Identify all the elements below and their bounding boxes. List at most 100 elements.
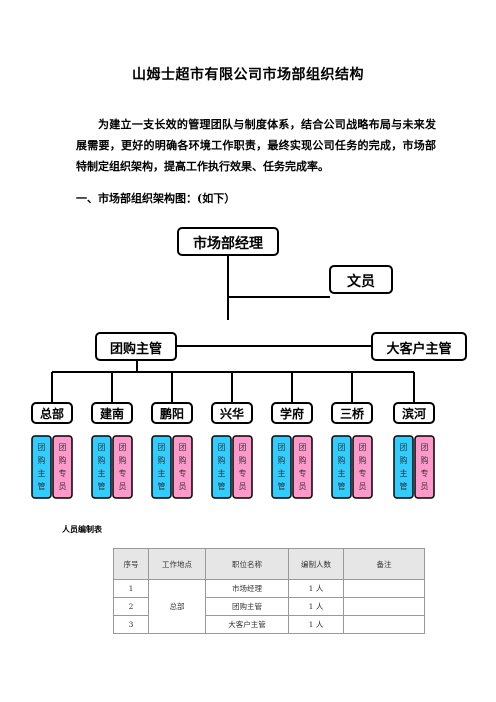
branch-specialist-box	[292, 435, 313, 499]
cell-no: 3	[113, 615, 149, 634]
sub-role-char: 团	[38, 443, 46, 452]
branch-box	[31, 402, 73, 424]
sub-role-char: 团	[359, 443, 367, 452]
sub-role-char: 购	[119, 455, 127, 465]
branch-supervisor-box	[331, 435, 352, 499]
branch-label: 兴华	[220, 406, 244, 421]
sub-role-char: 购	[179, 455, 187, 465]
sub-role-char: 团	[218, 443, 226, 452]
branch-label: 三桥	[340, 406, 365, 421]
sub-role-char: 管	[338, 481, 346, 491]
sub-role-char: 团	[299, 443, 307, 452]
cell-location: 总部	[148, 579, 206, 634]
sub-role-char: 主	[400, 468, 408, 478]
cell-count: 1 人	[288, 597, 344, 616]
sub-role-char: 购	[278, 455, 286, 465]
sub-role-char: 购	[218, 455, 226, 465]
branch-specialist-box	[414, 435, 435, 499]
sub-role-char: 团	[400, 443, 408, 452]
branch-label: 学府	[280, 406, 304, 421]
sub-role-char: 主	[218, 468, 226, 478]
sub-role-char: 专	[359, 468, 367, 478]
sub-role-char: 购	[400, 455, 408, 465]
table-row: 3 大客户主管 1 人	[113, 615, 425, 634]
cell-note	[343, 597, 425, 616]
sub-role-char: 员	[119, 482, 127, 491]
sub-role-char: 团	[158, 443, 166, 452]
sub-role-char: 主	[338, 468, 346, 478]
sub-role-char: 管	[278, 481, 286, 491]
sub-role-char: 购	[158, 455, 166, 465]
sub-role-char: 员	[239, 482, 247, 491]
branch-supervisor-box	[31, 435, 52, 499]
header-no: 序号	[113, 548, 149, 580]
branch-label: 滨河	[402, 406, 426, 421]
sub-role-char: 管	[158, 481, 166, 491]
sub-role-char: 主	[38, 468, 46, 478]
sub-role-char: 主	[278, 468, 286, 478]
intro-paragraph: 为建立一支长效的管理团队与制度体系，结合公司战略布局与未来发展需要，更好的明确各…	[76, 118, 436, 173]
sub-role-char: 购	[98, 455, 106, 465]
manager-box	[177, 227, 279, 256]
branch-label: 鹏阳	[160, 406, 184, 421]
sub-role-char: 员	[421, 482, 429, 491]
sub-role-char: 购	[421, 455, 429, 465]
sub-role-char: 购	[299, 455, 307, 465]
branch-supervisor-box	[271, 435, 292, 499]
group-supervisor-box	[95, 332, 177, 361]
sub-role-char: 团	[338, 443, 346, 452]
branch-box	[331, 402, 373, 424]
sub-role-char: 团	[119, 443, 127, 452]
sub-role-char: 团	[179, 443, 187, 452]
branch-box	[91, 402, 133, 424]
branch-specialist-box	[232, 435, 253, 499]
branch-label: 总部	[40, 406, 64, 421]
sub-role-char: 团	[59, 443, 67, 452]
header-note: 备注	[343, 548, 425, 580]
sub-role-char: 管	[400, 481, 408, 491]
page-title: 山姆士超市有限公司市场部组织结构	[132, 67, 364, 83]
group-supervisor-label: 团购主管	[110, 341, 162, 357]
header-position: 职位名称	[205, 548, 289, 580]
branch-label: 建南	[99, 406, 124, 421]
branch-box	[393, 402, 435, 424]
sub-role-char: 专	[179, 468, 187, 478]
manager-label: 市场部经理	[193, 235, 263, 252]
cell-position: 团购主管	[205, 597, 289, 616]
sub-role-char: 专	[299, 468, 307, 478]
staff-table-title: 人员编制表	[62, 525, 102, 534]
sub-role-char: 主	[98, 468, 106, 478]
sub-role-char: 团	[98, 443, 106, 452]
branch-supervisor-box	[151, 435, 172, 499]
sub-role-char: 员	[359, 482, 367, 491]
cell-note	[343, 615, 425, 634]
cell-count: 1 人	[288, 615, 344, 634]
sub-role-char: 团	[421, 443, 429, 452]
cell-count: 1 人	[288, 579, 344, 598]
branch-box	[271, 402, 313, 424]
sub-role-char: 团	[239, 443, 247, 452]
sub-role-char: 管	[38, 481, 46, 491]
sub-role-char: 专	[421, 468, 429, 478]
org-chart: 市场部经理 文员 团购主管 大客户主管 总部团购主管团购专员建南团购主管团购专员…	[31, 227, 467, 499]
cell-no: 2	[113, 597, 149, 616]
sub-role-char: 管	[218, 481, 226, 491]
cell-note	[343, 579, 425, 598]
sub-role-char: 员	[179, 482, 187, 491]
sub-role-char: 员	[59, 482, 67, 491]
sub-role-char: 员	[299, 482, 307, 491]
clerk-box	[329, 265, 393, 294]
branch-supervisor-box	[211, 435, 232, 499]
key-account-supervisor-label: 大客户主管	[386, 341, 451, 357]
cell-no: 1	[113, 579, 149, 598]
section-heading: 一、市场部组织架构图：(如下）	[76, 192, 236, 205]
sub-role-char: 专	[119, 468, 127, 478]
sub-role-char: 购	[359, 455, 367, 465]
sub-role-char: 专	[59, 468, 67, 478]
sub-role-char: 购	[239, 455, 247, 465]
sub-role-char: 团	[278, 443, 286, 452]
branch-specialist-box	[352, 435, 373, 499]
clerk-label: 文员	[347, 273, 375, 290]
header-count: 编制人数	[288, 548, 344, 580]
branch-specialist-box	[112, 435, 133, 499]
